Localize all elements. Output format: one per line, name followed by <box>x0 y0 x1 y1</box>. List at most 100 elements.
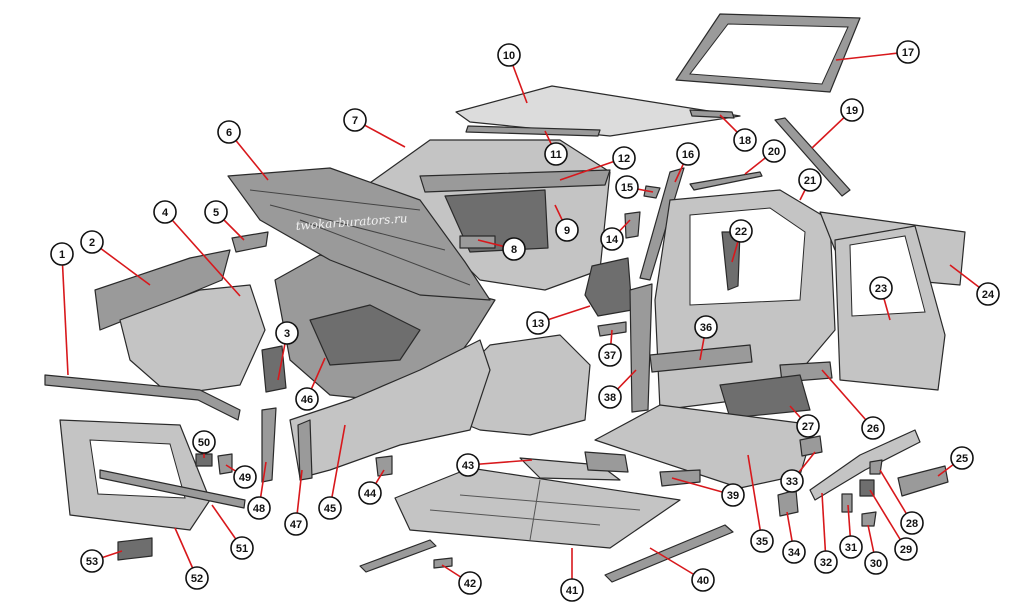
callout-circle <box>691 568 715 592</box>
callout-circle <box>192 430 216 454</box>
callout-38: 38 <box>598 369 637 409</box>
callout-27: 27 <box>789 405 820 438</box>
callout-circle <box>694 315 718 339</box>
callout-2: 2 <box>80 230 151 286</box>
callout-leader-line <box>329 424 346 509</box>
part-front-strut-tower <box>584 257 633 317</box>
part-front-apron <box>297 419 313 481</box>
callout-number: 46 <box>301 394 313 406</box>
callout-36: 36 <box>694 315 718 361</box>
callout-19: 19 <box>811 98 864 149</box>
callout-16: 16 <box>674 142 700 183</box>
callout-3: 3 <box>275 321 299 381</box>
callout-circle <box>782 540 806 564</box>
callout-5: 5 <box>204 200 245 241</box>
callout-number: 14 <box>606 234 619 246</box>
callout-49: 49 <box>225 464 257 489</box>
callout-45: 45 <box>318 424 346 520</box>
callout-circle <box>798 168 822 192</box>
callout-circle <box>204 200 228 224</box>
callout-number: 43 <box>462 460 474 472</box>
callout-35: 35 <box>747 454 774 553</box>
callout-number: 19 <box>846 105 858 117</box>
part-rear-bracket-25 <box>897 465 949 497</box>
callout-28: 28 <box>879 469 924 535</box>
callout-42: 42 <box>441 564 482 595</box>
callout-number: 42 <box>464 578 476 590</box>
callout-34: 34 <box>782 511 806 564</box>
callout-circle <box>840 98 864 122</box>
callout-circle <box>275 321 299 345</box>
callout-32: 32 <box>814 492 838 574</box>
callout-circle <box>295 387 319 411</box>
callout-12: 12 <box>559 146 636 181</box>
callout-23: 23 <box>869 276 893 321</box>
part-bracket-31 <box>841 493 853 513</box>
callout-circle <box>896 40 920 64</box>
part-tunnel-bracket <box>584 451 629 473</box>
callout-number: 39 <box>727 490 739 502</box>
callout-number: 27 <box>802 421 814 433</box>
part-radiator-support <box>59 419 211 531</box>
part-rear-side-member <box>809 429 921 501</box>
part-bracket-49 <box>217 453 233 475</box>
callout-number: 29 <box>900 544 912 556</box>
callout-1: 1 <box>50 242 74 376</box>
callout-14: 14 <box>600 219 631 251</box>
callout-circle <box>762 139 786 163</box>
part-roof-bow <box>465 125 601 137</box>
callout-leader-line <box>747 454 763 542</box>
callout-21: 21 <box>798 168 822 201</box>
callout-circle <box>497 43 521 67</box>
callout-37: 37 <box>598 329 622 367</box>
callout-31: 31 <box>839 504 863 559</box>
callout-number: 17 <box>902 47 914 59</box>
callout-51: 51 <box>211 504 254 560</box>
part-front-seat-crossmember <box>519 457 621 481</box>
callout-15: 15 <box>615 175 654 199</box>
callout-number: 37 <box>604 350 616 362</box>
part-front-door <box>834 225 946 391</box>
part-lower-crossbar <box>99 469 246 509</box>
callout-number: 51 <box>236 543 248 555</box>
part-inner-sill-left <box>359 539 437 573</box>
callout-number: 28 <box>906 518 918 530</box>
callout-number: 3 <box>284 328 290 340</box>
callout-circle <box>80 230 104 254</box>
callout-number: 32 <box>820 557 832 569</box>
callout-number: 49 <box>239 472 251 484</box>
callout-17: 17 <box>835 40 920 64</box>
callout-29: 29 <box>869 489 918 561</box>
callout-number: 15 <box>621 182 633 194</box>
callout-number: 48 <box>253 503 265 515</box>
callout-number: 47 <box>290 519 302 531</box>
callout-7: 7 <box>343 108 406 148</box>
callout-circle <box>458 571 482 595</box>
callout-circle <box>612 146 636 170</box>
callout-circle <box>780 469 804 493</box>
callout-number: 44 <box>364 488 377 500</box>
part-hood <box>227 167 491 301</box>
callout-number: 5 <box>213 207 219 219</box>
callout-circle <box>869 276 893 300</box>
callout-43: 43 <box>456 453 533 477</box>
callout-number: 16 <box>682 149 694 161</box>
callout-number: 25 <box>956 453 968 465</box>
callout-circle <box>526 311 550 335</box>
callout-number: 11 <box>550 149 562 161</box>
callout-48: 48 <box>247 461 271 520</box>
part-roof-rear-trim <box>689 109 735 119</box>
callout-53: 53 <box>80 549 123 573</box>
part-bracket-14 <box>624 211 641 239</box>
part-floor-bracket-42 <box>433 557 453 569</box>
callout-circle <box>230 536 254 560</box>
callout-circle <box>284 512 308 536</box>
callout-13: 13 <box>526 305 591 335</box>
callout-circle <box>560 578 584 602</box>
callout-circle <box>80 549 104 573</box>
callout-46: 46 <box>295 357 326 411</box>
callout-circle <box>598 385 622 409</box>
part-outer-sill <box>604 524 734 583</box>
